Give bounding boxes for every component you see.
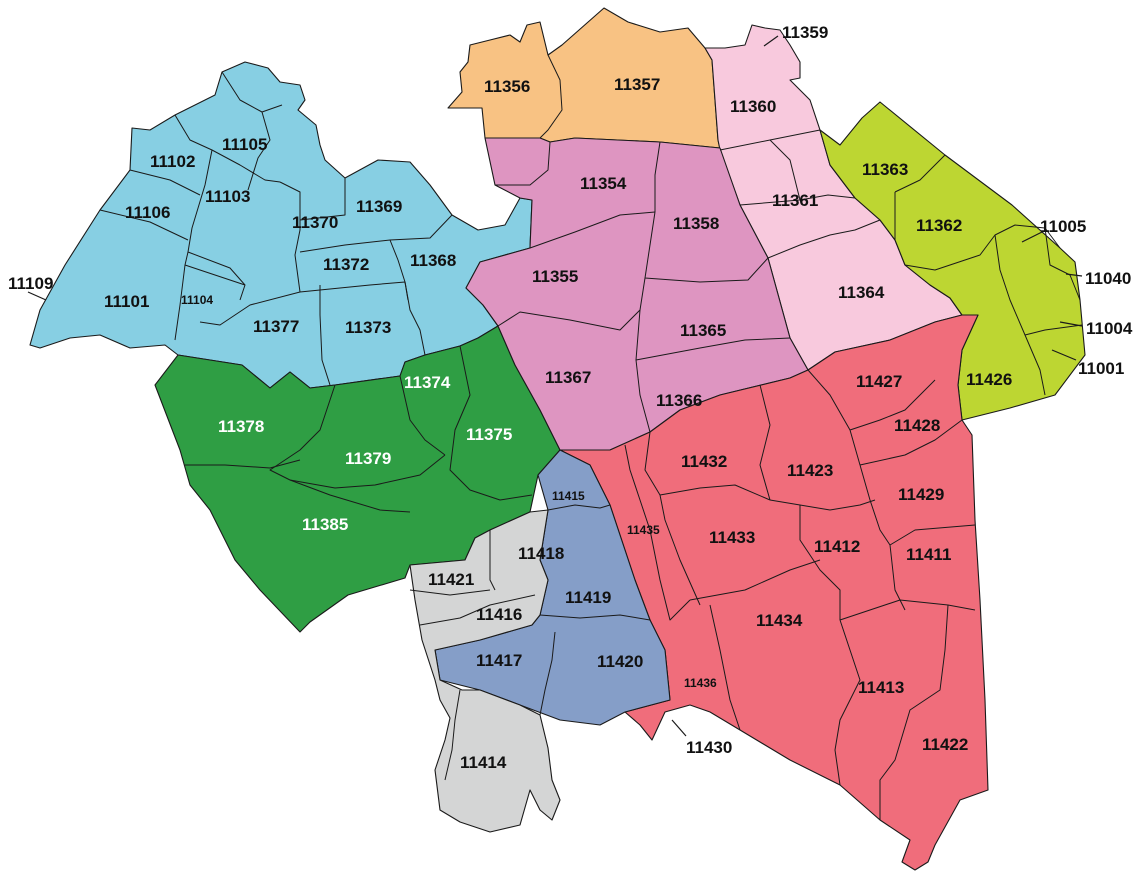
- zip-label-11360[interactable]: 11360: [730, 97, 776, 116]
- zip-label-11004[interactable]: 11004: [1086, 319, 1133, 338]
- zip-label-11106[interactable]: 11106: [125, 203, 170, 222]
- zip-label-11001[interactable]: 11001: [1078, 359, 1124, 378]
- zip-label-11109[interactable]: 11109: [8, 274, 53, 293]
- zip-label-11375[interactable]: 11375: [466, 425, 512, 444]
- zip-label-11377[interactable]: 11377: [253, 317, 299, 336]
- zip-label-11040[interactable]: 11040: [1085, 269, 1131, 288]
- zip-label-11357[interactable]: 11357: [614, 75, 660, 94]
- zip-label-11104[interactable]: 11104: [181, 293, 213, 307]
- zip-label-11365[interactable]: 11365: [680, 321, 726, 340]
- zip-label-11414[interactable]: 11414: [460, 753, 507, 772]
- zip-label-11373[interactable]: 11373: [345, 318, 391, 337]
- zip-label-11421[interactable]: 11421: [428, 570, 474, 589]
- zip-label-11369[interactable]: 11369: [356, 197, 402, 216]
- zip-label-11429[interactable]: 11429: [898, 485, 944, 504]
- zip-label-11356[interactable]: 11356: [484, 77, 530, 96]
- zip-label-11367[interactable]: 11367: [545, 368, 591, 387]
- zip-label-11427[interactable]: 11427: [856, 372, 902, 391]
- zip-label-11418[interactable]: 11418: [518, 544, 564, 563]
- zip-label-11374[interactable]: 11374: [404, 373, 451, 392]
- zip-label-11361[interactable]: 11361: [772, 191, 818, 210]
- zip-label-11364[interactable]: 11364: [838, 283, 885, 302]
- zip-label-11370[interactable]: 11370: [292, 213, 338, 232]
- zip-boundaries: [99, 54, 1083, 820]
- zip-label-11436[interactable]: 11436: [684, 676, 717, 690]
- zip-label-11411[interactable]: 11411: [906, 545, 951, 564]
- zip-label-11368[interactable]: 11368: [410, 251, 456, 270]
- zip-label-11105[interactable]: 11105: [222, 135, 267, 154]
- zip-label-11416[interactable]: 11416: [476, 605, 522, 624]
- zip-label-11101[interactable]: 11101: [104, 292, 149, 311]
- zip-label-11354[interactable]: 11354: [580, 174, 627, 193]
- region-south-gray[interactable]: [409, 509, 561, 833]
- zip-label-11362[interactable]: 11362: [916, 216, 962, 235]
- zip-label-11372[interactable]: 11372: [323, 255, 369, 274]
- zip-label-11432[interactable]: 11432: [681, 452, 727, 471]
- zip-label-11412[interactable]: 11412: [814, 537, 860, 556]
- region-west[interactable]: [154, 325, 561, 633]
- region-northwest[interactable]: [29, 61, 533, 389]
- zip-label-11417[interactable]: 11417: [476, 651, 522, 670]
- zip-label-11355[interactable]: 11355: [532, 267, 578, 286]
- zip-label-11103[interactable]: 11103: [205, 187, 250, 206]
- zip-label-11430[interactable]: 11430: [686, 738, 732, 757]
- zip-label-11413[interactable]: 11413: [858, 678, 904, 697]
- zip-label-11415[interactable]: 11415: [552, 489, 585, 503]
- zip-label-11363[interactable]: 11363: [862, 160, 908, 179]
- zip-code-labels: 11105 11102 11103 11106 11109 11101 1110…: [8, 23, 1133, 772]
- zip-label-11435[interactable]: 11435: [627, 523, 660, 537]
- zip-label-11005[interactable]: 11005: [1040, 217, 1086, 236]
- zip-label-11419[interactable]: 11419: [565, 588, 611, 607]
- zip-label-11434[interactable]: 11434: [756, 611, 803, 630]
- zip-label-11366[interactable]: 11366: [656, 391, 702, 410]
- zip-label-11422[interactable]: 11422: [922, 735, 968, 754]
- zip-label-11423[interactable]: 11423: [787, 461, 833, 480]
- zip-label-11428[interactable]: 11428: [894, 416, 940, 435]
- zip-label-11426[interactable]: 11426: [966, 370, 1012, 389]
- zip-label-11433[interactable]: 11433: [709, 528, 755, 547]
- zip-label-11358[interactable]: 11358: [673, 214, 719, 233]
- zip-label-11379[interactable]: 11379: [345, 449, 391, 468]
- zip-label-11378[interactable]: 11378: [218, 417, 264, 436]
- zip-label-11359[interactable]: 11359: [782, 23, 828, 42]
- zip-label-11385[interactable]: 11385: [302, 515, 348, 534]
- label-leader-lines: [27, 35, 1083, 737]
- zip-label-11420[interactable]: 11420: [597, 652, 643, 671]
- zip-label-11102[interactable]: 11102: [150, 152, 195, 171]
